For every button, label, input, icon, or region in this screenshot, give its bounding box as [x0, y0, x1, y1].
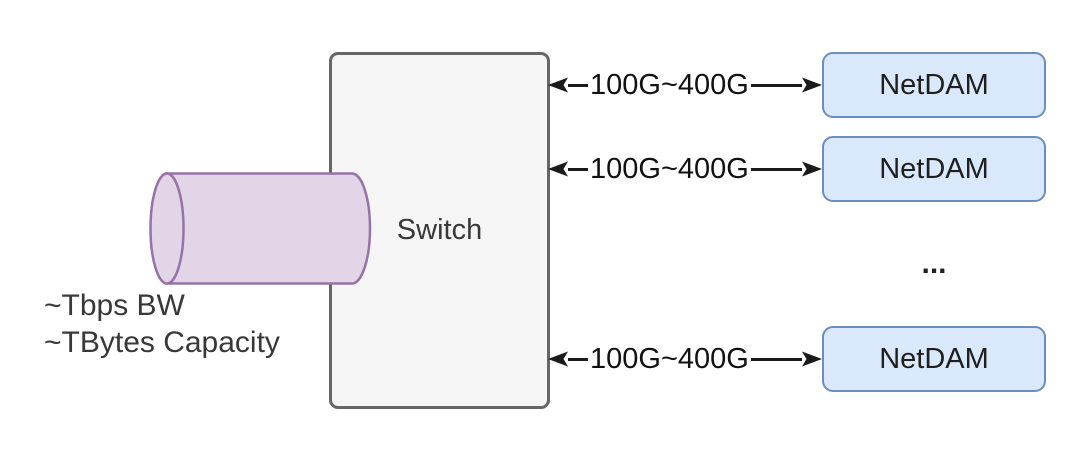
netdam-label: NetDAM	[879, 68, 989, 101]
cylinder-body	[164, 172, 372, 285]
arrowhead-right-icon	[802, 161, 822, 177]
arrowhead-right-icon	[802, 77, 822, 93]
arrow-line	[568, 83, 588, 87]
arrowhead-left-icon	[548, 161, 568, 177]
netdam-node-2: NetDAM	[822, 136, 1046, 202]
arrow-line	[568, 357, 588, 361]
arrow-line	[750, 357, 802, 361]
arrow-line	[750, 167, 802, 171]
link-speed-label: 100G~400G	[590, 343, 749, 375]
capacity-note-line: ~TBytes Capacity	[44, 326, 280, 359]
arrow-line	[750, 83, 802, 87]
switch-label: Switch	[396, 214, 483, 246]
more-nodes-ellipsis: ...	[921, 247, 947, 280]
netdam-label: NetDAM	[879, 342, 989, 375]
netdam-label: NetDAM	[879, 152, 989, 185]
bandwidth-note-line: ~Tbps BW	[44, 289, 185, 322]
arrowhead-left-icon	[548, 351, 568, 367]
link-switch-netdam-2: 100G~400G	[548, 153, 822, 185]
link-speed-label: 100G~400G	[590, 69, 749, 101]
netdam-node-1: NetDAM	[822, 52, 1046, 118]
cylinder-cap	[149, 172, 185, 285]
memory-pool-note: ~Tbps BW ~TBytes Capacity	[44, 287, 280, 361]
link-speed-label: 100G~400G	[590, 153, 749, 185]
link-switch-netdam-1: 100G~400G	[548, 69, 822, 101]
netdam-node-3: NetDAM	[822, 326, 1046, 392]
link-switch-netdam-3: 100G~400G	[548, 343, 822, 375]
arrowhead-left-icon	[548, 77, 568, 93]
cylinder-icon	[149, 172, 372, 285]
arrow-line	[568, 167, 588, 171]
arrowhead-right-icon	[802, 351, 822, 367]
